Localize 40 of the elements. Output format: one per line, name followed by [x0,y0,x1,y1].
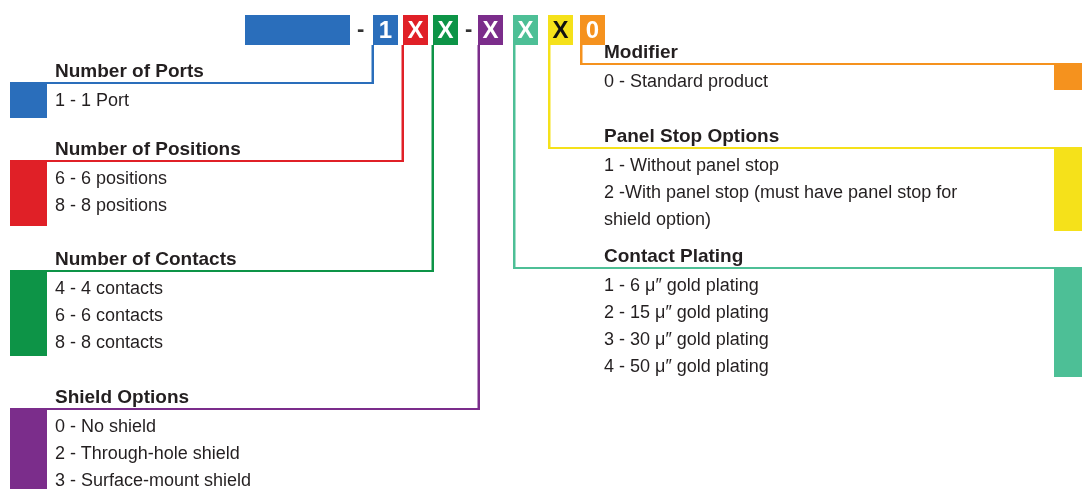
section-heading: Shield Options [55,386,190,408]
section-heading: Number of Positions [55,138,241,160]
code-character: X [433,15,458,45]
code-character: X [478,15,503,45]
connector-line [371,45,374,83]
option-text: 2 - Through-hole shield [55,442,241,465]
option-text: 4 - 50 μ″ gold plating [604,355,770,378]
code-character: 0 [580,15,605,45]
connector-line [513,45,516,268]
option-text: 3 - 30 μ″ gold plating [604,328,770,351]
section-heading: Number of Contacts [55,248,237,270]
connector-line [477,45,480,409]
code-character: 1 [373,15,398,45]
connector-line [580,45,583,64]
connector-line [431,45,434,271]
option-text: 4 - 4 contacts [55,277,165,300]
option-text: 3 - Surface-mount shield [55,469,253,489]
connector-line [401,45,404,161]
section-heading: Modifier [604,41,678,63]
section-heading: Contact Plating [604,245,744,267]
option-text: 8 - 8 positions [55,194,169,217]
code-character: X [548,15,573,45]
option-text: 2 -With panel stop (must have panel stop for shield option) [604,181,959,231]
option-text: 2 - 15 μ″ gold plating [604,301,770,324]
code-character: X [403,15,428,45]
option-text: 6 - 6 contacts [55,304,165,327]
connector-line [548,45,551,148]
section-heading: Number of Ports [55,60,204,82]
option-text: 1 - 6 μ″ gold plating [604,274,760,297]
option-text: 0 - No shield [55,415,158,438]
option-text: 0 - Standard product [604,70,770,93]
option-text: 1 - Without panel stop [604,154,781,177]
option-text: 6 - 6 positions [55,167,169,190]
code-box [245,15,350,45]
separator-dash: - [465,16,473,42]
option-text: 8 - 8 contacts [55,331,165,354]
separator-dash: - [357,16,365,42]
section-heading: Panel Stop Options [604,125,780,147]
code-character: X [513,15,538,45]
option-text: 1 - 1 Port [55,89,131,112]
